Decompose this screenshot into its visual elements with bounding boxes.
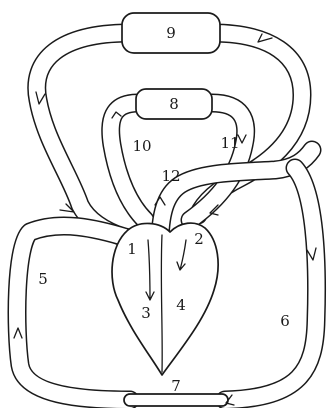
label-6: 6 [280,312,290,330]
label-9: 9 [166,24,176,42]
label-1: 1 [127,240,137,258]
organ-7 [124,394,228,406]
label-12: 12 [161,167,180,185]
label-11: 11 [220,134,239,152]
label-4: 4 [176,296,186,314]
label-5: 5 [38,270,48,288]
vessel-5 [17,226,130,400]
label-2: 2 [194,230,204,248]
label-8: 8 [169,95,179,113]
label-10: 10 [132,137,151,155]
label-3: 3 [141,304,151,322]
label-7: 7 [171,377,181,395]
